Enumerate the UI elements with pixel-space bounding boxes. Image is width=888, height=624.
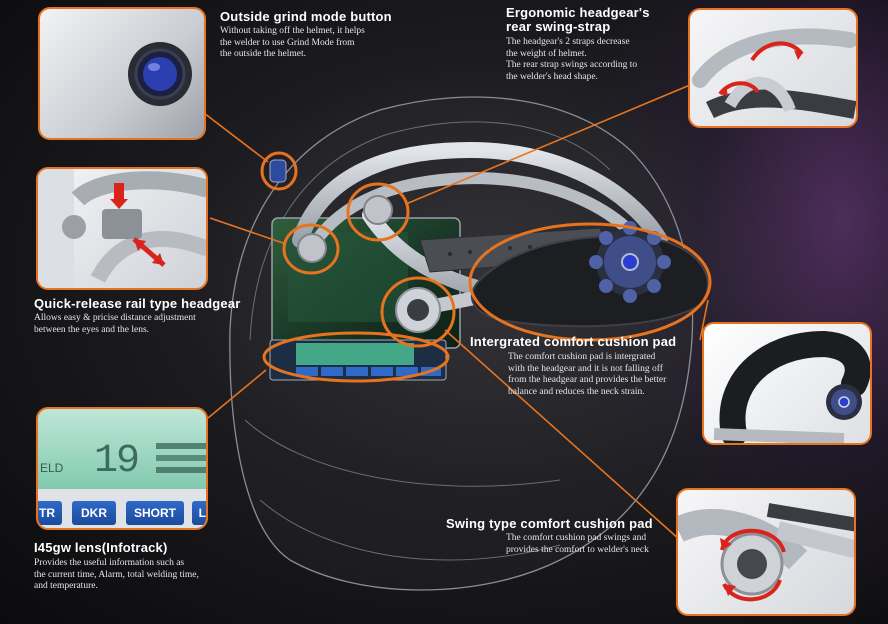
lcd-segments <box>156 443 206 483</box>
comfort-cushion-photo <box>713 330 870 443</box>
lcd-field-label: ELD <box>40 461 64 475</box>
highlight-rear-strap <box>346 182 410 242</box>
lcd-button-lo: LO <box>192 501 206 525</box>
inset-rear-strap <box>688 8 858 128</box>
headgear-title: Ergonomic headgear's rear swing-strap <box>506 5 650 34</box>
swing-desc: The comfort cushion pad swings and provi… <box>506 533 649 555</box>
lens-title: I45gw lens(Infotrack) <box>34 540 168 555</box>
rear-strap-photo <box>692 28 856 119</box>
grind-button-photo <box>128 42 192 106</box>
grind-desc: Without taking off the helmet, it helps … <box>220 26 365 59</box>
swing-title: Swing type comfort cushion pad <box>446 516 653 531</box>
lcd-button-dkr: DKR <box>72 501 116 525</box>
headgear-strap-top <box>292 141 668 248</box>
rail-desc: Allows easy & pricise distance adjustmen… <box>34 313 196 335</box>
highlight-grind <box>260 151 298 191</box>
headgear-desc: The headgear's 2 straps decrease the wei… <box>506 37 638 82</box>
highlight-cushion <box>468 222 712 342</box>
highlight-rail <box>282 223 340 275</box>
lens-desc: Provides the useful information such as … <box>34 558 199 591</box>
lcd-button-short: SHORT <box>126 501 184 525</box>
inset-comfort-cushion <box>702 322 872 445</box>
lcd-digit: 19 <box>94 439 140 484</box>
lcd-button-tr: TR <box>38 501 62 525</box>
swing-cushion-photo <box>678 503 854 602</box>
cushion-desc: The comfort cushion pad is intergrated w… <box>508 352 667 397</box>
rail-title: Quick-release rail type headgear <box>34 296 241 311</box>
highlight-lcd <box>262 331 450 383</box>
highlight-swing <box>380 276 456 348</box>
inset-grind-button <box>38 7 206 140</box>
inset-rail-headgear <box>36 167 208 290</box>
ratchet-knob <box>589 221 671 303</box>
inset-swing-cushion <box>676 488 856 616</box>
rail-headgear-photo <box>38 169 206 288</box>
inset-lcd-lens: ELD 19 TR DKR SHORT LO <box>36 407 208 530</box>
grind-title: Outside grind mode button <box>220 9 392 24</box>
cushion-title: Intergrated comfort cushion pad <box>470 334 677 349</box>
